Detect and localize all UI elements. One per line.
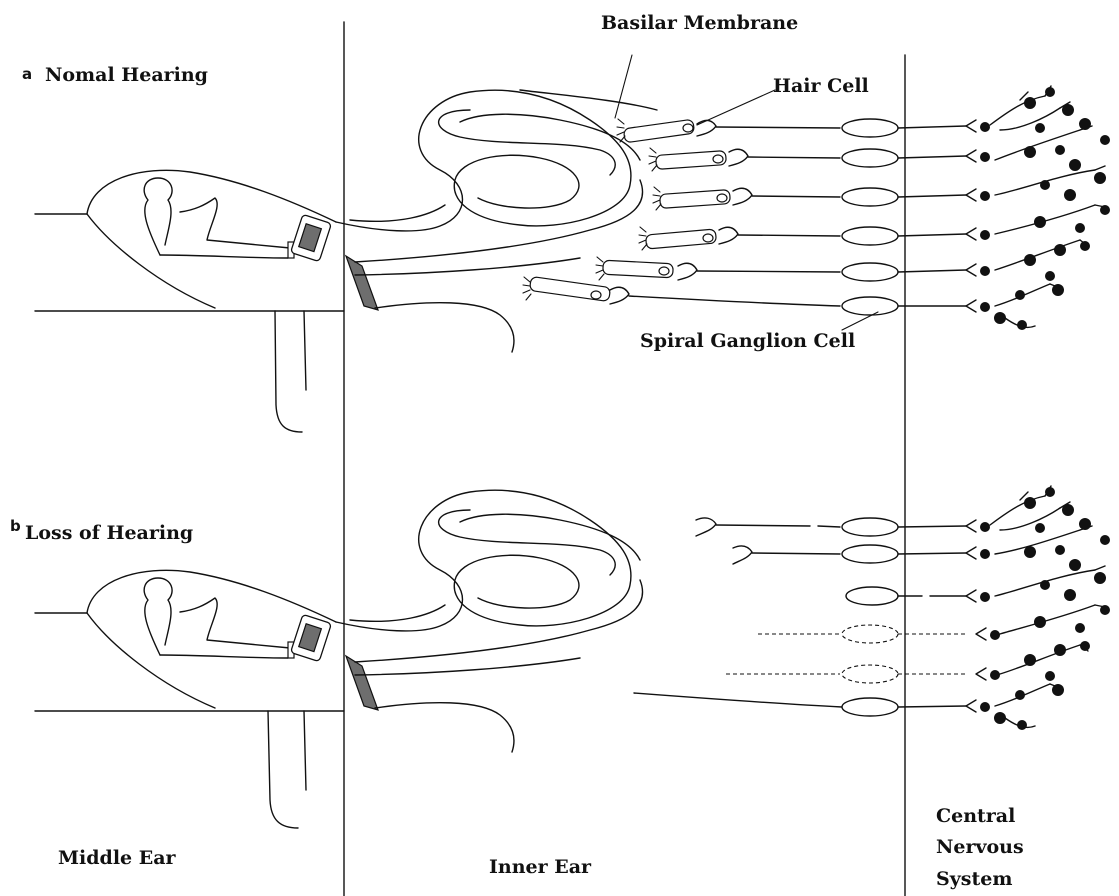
hair-cell — [649, 148, 726, 171]
hair-cell-leader — [697, 90, 775, 125]
inner-ear-label: Inner Ear — [489, 856, 592, 878]
round-window-b — [346, 656, 378, 710]
hair-cell — [653, 187, 730, 210]
spiral-ganglion-cell-label: Spiral Ganglion Cell — [640, 330, 855, 352]
cochlea-b — [336, 490, 643, 752]
middle-ear-b — [35, 570, 378, 828]
cns-label-line1: Central — [936, 805, 1015, 827]
cochlea-a — [336, 90, 657, 352]
panel-loss-of-hearing: b Loss of Hearing — [10, 486, 1110, 828]
hair-cell — [639, 227, 716, 250]
hair-cell — [617, 119, 695, 143]
middle-ear-a — [35, 170, 378, 432]
hair-cell-label: Hair Cell — [773, 75, 869, 97]
middle-ear-label: Middle Ear — [58, 847, 177, 869]
basilar-membrane-label: Basilar Membrane — [601, 12, 798, 34]
neuron-group-loss — [634, 518, 1000, 716]
panel-b-title: Loss of Hearing — [25, 522, 193, 544]
cns-synapse-cluster-b — [990, 486, 1110, 730]
panel-normal-hearing: a Nomal Hearing — [22, 12, 1110, 432]
cns-label-line3: System — [936, 868, 1012, 890]
hair-cell — [596, 257, 673, 280]
panel-a-title: Nomal Hearing — [45, 64, 208, 86]
panel-a-letter: a — [22, 65, 32, 83]
hair-cell — [523, 277, 611, 302]
cns-label-line2: Nervous — [936, 836, 1024, 858]
cns-synapse-cluster-a — [990, 86, 1110, 330]
panel-b-letter: b — [10, 517, 21, 535]
round-window-a — [346, 256, 378, 310]
basilar-membrane-leader — [615, 55, 632, 118]
